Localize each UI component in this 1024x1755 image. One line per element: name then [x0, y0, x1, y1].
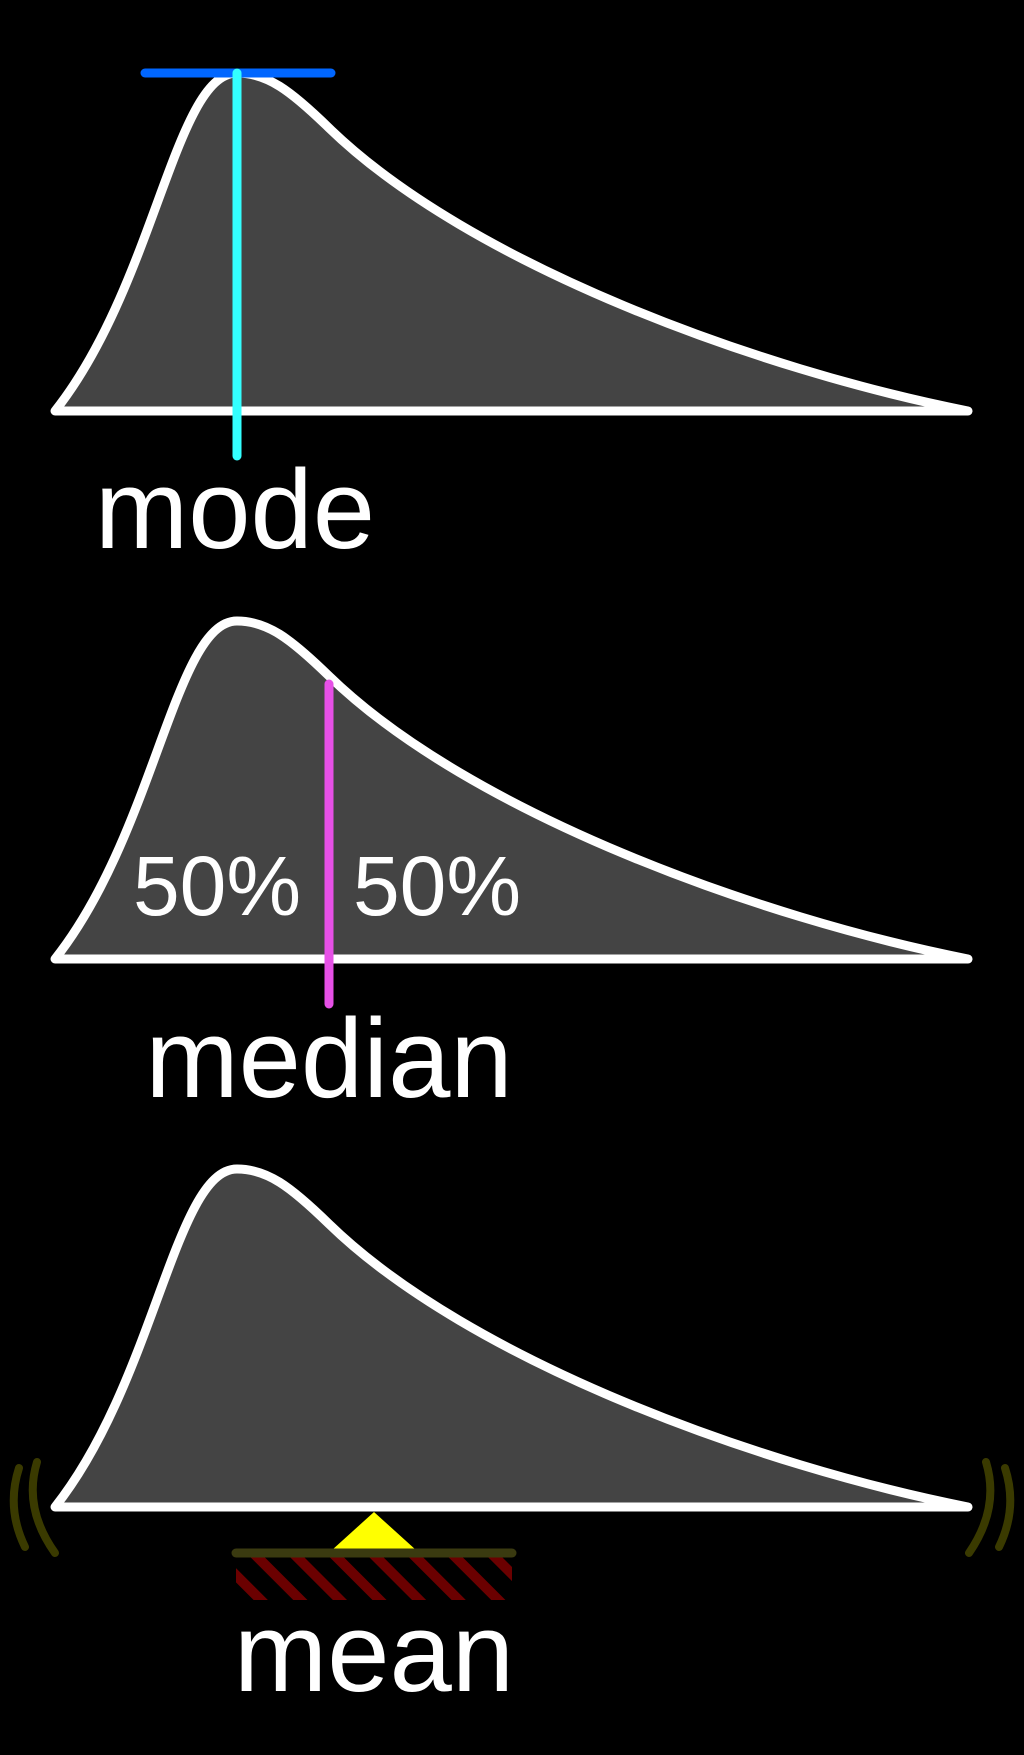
fulcrum-triangle: [332, 1512, 416, 1550]
wobble-left-inner-mark: [28, 1458, 59, 1557]
median-distribution-fill: [55, 621, 968, 959]
median-right-percent: 50%: [353, 839, 521, 933]
mode-panel: mode: [50, 68, 973, 572]
wobble-left-outer-mark: [9, 1464, 29, 1551]
mean-label: mean: [234, 1590, 514, 1715]
beam-hatch-block: [236, 1555, 512, 1600]
mode-distribution-curve: [50, 68, 973, 416]
mode-label: mode: [95, 447, 375, 572]
wobble-right-outer-mark: [995, 1464, 1015, 1551]
wobble-right-inner-mark: [965, 1458, 995, 1557]
median-left-percent: 50%: [133, 839, 301, 933]
mean-panel: mean: [9, 1164, 1015, 1715]
median-distribution-curve: [50, 616, 973, 964]
median-label: median: [145, 996, 512, 1121]
median-panel: 50% 50% median: [50, 616, 973, 1121]
mean-distribution-curve: [50, 1164, 973, 1512]
